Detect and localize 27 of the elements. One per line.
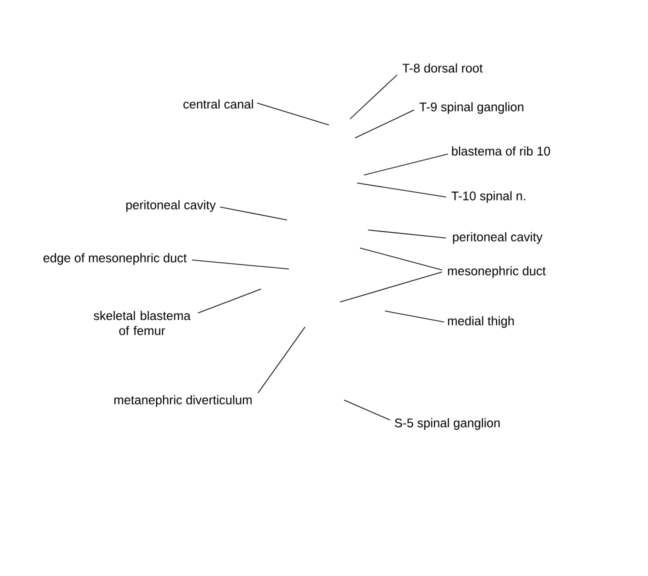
label-text: blastema of rib 10 [452,146,550,156]
label-text: medial thigh [448,316,514,328]
label-text: mesonephric duct [448,266,546,278]
label-text: T-8 dorsal root [402,63,483,73]
leader-line [220,206,288,220]
leader-line [258,326,306,394]
label-text: S-5 spinal ganglion [394,418,500,430]
leader-line [198,288,262,314]
label-text: peritoneal cavity [126,200,216,212]
leader-line [368,230,446,238]
label-text: skeletal blastema of femur [94,310,191,336]
leader-line [384,310,444,322]
label-text: T-9 spinal ganglion [419,102,524,114]
label-text: T-10 spinal n. [451,191,526,203]
leader-line [350,74,398,120]
label-text: edge of mesonephric duct [44,253,187,265]
leader-line [192,260,290,270]
leader-line [364,154,448,176]
leader-line [356,182,446,198]
leader-line [354,110,414,138]
label-text: metanephric diverticulum [114,395,252,407]
leader-line [360,248,442,270]
label-text: peritoneal cavity [453,232,542,244]
leader-line [340,272,442,302]
leader-line [256,102,330,126]
leader-line [344,400,390,420]
label-text: central canal [183,99,253,109]
